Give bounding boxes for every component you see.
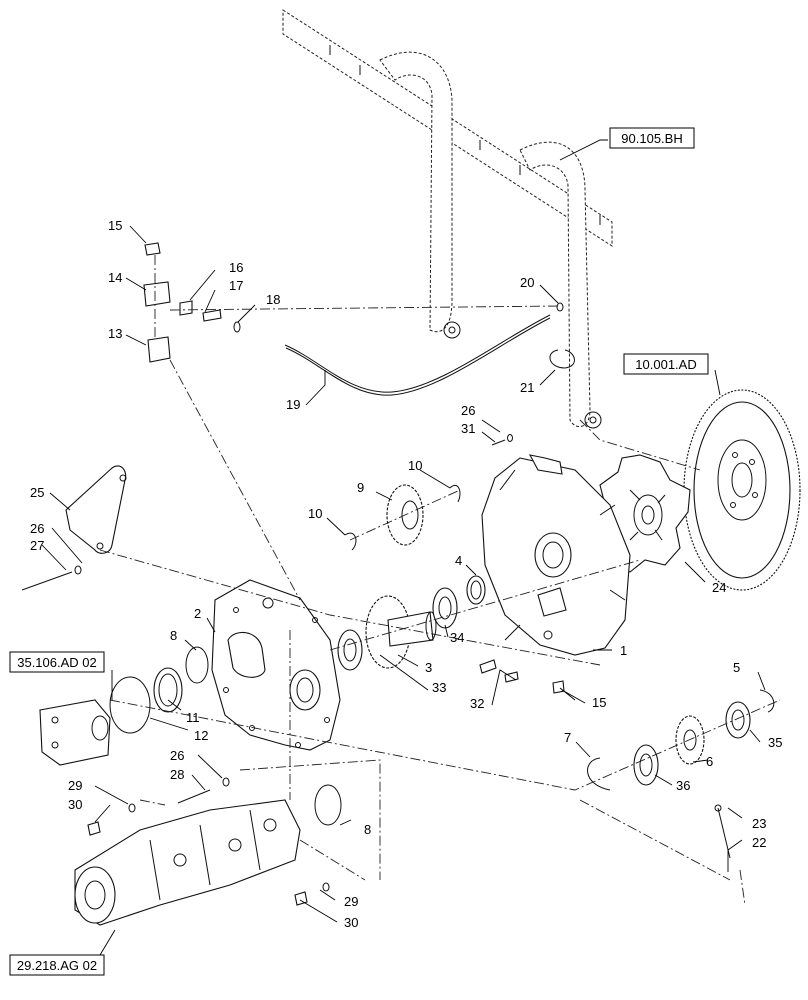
callout-20: 20 (520, 275, 534, 290)
reference-pump-rear-label: 29.218.AG 02 (17, 958, 97, 973)
callout-6: 6 (706, 754, 713, 769)
callout-24: 24 (712, 580, 726, 595)
callout-23: 23 (752, 816, 766, 831)
callout-18: 18 (266, 292, 280, 307)
bearing-35 (725, 701, 751, 739)
reference-flywheel-label: 10.001.AD (635, 357, 696, 372)
callout-7: 7 (564, 730, 571, 745)
callout-3: 3 (425, 660, 432, 675)
callout-17: 17 (229, 278, 243, 293)
callout-12: 12 (194, 728, 208, 743)
callout-33: 33 (432, 680, 446, 695)
callout-19: 19 (286, 397, 300, 412)
callout-labels: 1 2 3 4 5 6 7 8 8 9 10 10 11 12 13 14 15… (30, 218, 782, 930)
callout-29-left: 29 (68, 778, 82, 793)
callout-31: 31 (461, 421, 475, 436)
reference-pump-front-label: 35.106.AD 02 (17, 655, 97, 670)
snap-rings (344, 349, 775, 791)
bearing-33 (337, 629, 363, 671)
reference-pump-front-box: 35.106.AD 02 (9, 651, 105, 673)
callout-32: 32 (470, 696, 484, 711)
callout-15-lower: 15 (592, 695, 606, 710)
callout-10-upper: 10 (408, 458, 422, 473)
callout-5: 5 (733, 660, 740, 675)
reference-pump-rear-box: 29.218.AG 02 (9, 954, 105, 976)
fittings (143, 242, 564, 396)
front-pump (39, 699, 111, 766)
callout-8-lower: 8 (364, 822, 371, 837)
callout-8-upper: 8 (170, 628, 177, 643)
callout-16: 16 (229, 260, 243, 275)
rear-pump-assembly (74, 799, 301, 926)
callout-4: 4 (455, 553, 462, 568)
o-rings (109, 646, 342, 826)
callout-2: 2 (194, 606, 201, 621)
callout-10-lower: 10 (308, 506, 322, 521)
flywheel (683, 389, 801, 591)
leader-lines (41, 139, 766, 956)
mounting-frame (282, 9, 613, 429)
callout-27: 27 (30, 538, 44, 553)
callout-28: 28 (170, 767, 184, 782)
callout-13: 13 (108, 326, 122, 341)
callout-25: 25 (30, 485, 44, 500)
bearing-36 (633, 744, 659, 786)
callout-15-upper: 15 (108, 218, 122, 233)
bracket-25 (65, 465, 127, 554)
ring-4 (466, 575, 486, 605)
callout-9: 9 (357, 480, 364, 495)
callout-26-left: 26 (30, 521, 44, 536)
reference-frame-box: 90.105.BH (609, 127, 695, 149)
callout-26-top: 26 (461, 403, 475, 418)
callout-21: 21 (520, 380, 534, 395)
callout-34: 34 (450, 630, 464, 645)
gear-housing (481, 454, 631, 656)
callout-30-left: 30 (68, 797, 82, 812)
reference-frame-label: 90.105.BH (621, 131, 682, 146)
callout-26-bottom: 26 (170, 748, 184, 763)
bearing-34 (432, 587, 458, 629)
callout-11: 11 (186, 710, 200, 725)
callout-22: 22 (752, 835, 766, 850)
callout-29-right: 29 (344, 894, 358, 909)
callout-36: 36 (676, 778, 690, 793)
reference-flywheel-box: 10.001.AD (623, 353, 709, 375)
callout-35: 35 (768, 735, 782, 750)
assembly-centerlines (99, 255, 781, 906)
callout-30-right: 30 (344, 915, 358, 930)
gear-3 (365, 595, 437, 669)
callout-1: 1 (620, 643, 627, 658)
cover-plate (211, 579, 341, 751)
callout-14: 14 (108, 270, 122, 285)
